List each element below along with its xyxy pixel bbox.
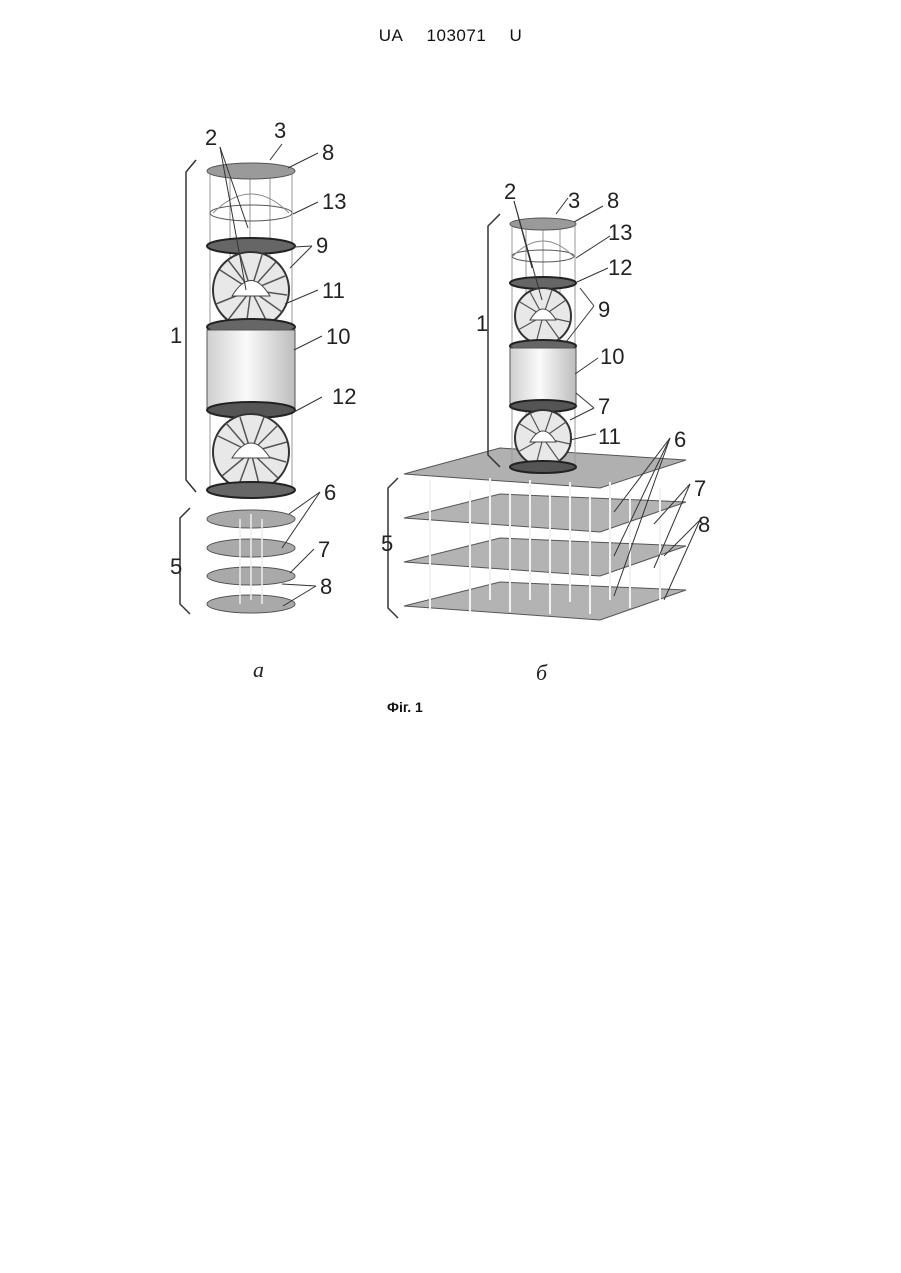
label-b-7-top: 7	[598, 394, 610, 419]
turbine-lower-a	[213, 414, 289, 490]
label-a-8-bottom: 8	[320, 574, 332, 599]
generator-b	[510, 348, 576, 406]
disc-stack-a	[207, 510, 295, 613]
label-b-7: 7	[694, 476, 706, 501]
label-a-10: 10	[326, 324, 350, 349]
label-a-7: 7	[318, 537, 330, 562]
label-b-5: 5	[381, 531, 393, 556]
generator-a	[207, 330, 295, 410]
figure-a-drawing	[180, 144, 322, 614]
label-b-2: 2	[504, 179, 516, 204]
label-a-11: 11	[322, 278, 345, 303]
subfigure-b-label: б	[536, 660, 548, 685]
label-a-12: 12	[332, 384, 356, 409]
label-b-8-top: 8	[607, 188, 619, 213]
label-b-13: 13	[608, 220, 632, 245]
label-a-6: 6	[324, 480, 336, 505]
label-a-5: 5	[170, 554, 182, 579]
label-a-9: 9	[316, 233, 328, 258]
label-b-9: 9	[598, 297, 610, 322]
label-a-13: 13	[322, 189, 346, 214]
figure-b-drawing	[388, 198, 700, 620]
label-b-6: 6	[674, 427, 686, 452]
label-b-8: 8	[698, 512, 710, 537]
turbine-upper-b	[515, 288, 571, 344]
label-b-3: 3	[568, 188, 580, 213]
subfigure-a-label: а	[253, 657, 264, 682]
label-b-10: 10	[600, 344, 624, 369]
label-a-8-top: 8	[322, 140, 334, 165]
label-b-11: 11	[598, 424, 621, 449]
figure-caption: Фіг. 1	[387, 699, 423, 715]
label-a-1: 1	[170, 323, 182, 348]
label-a-2: 2	[205, 125, 217, 150]
label-b-12: 12	[608, 255, 632, 280]
turbine-lower-b	[515, 410, 571, 466]
label-a-3: 3	[274, 118, 286, 143]
label-b-1: 1	[476, 311, 488, 336]
top-plate-a	[207, 163, 295, 179]
turbine-upper-a	[213, 252, 289, 328]
